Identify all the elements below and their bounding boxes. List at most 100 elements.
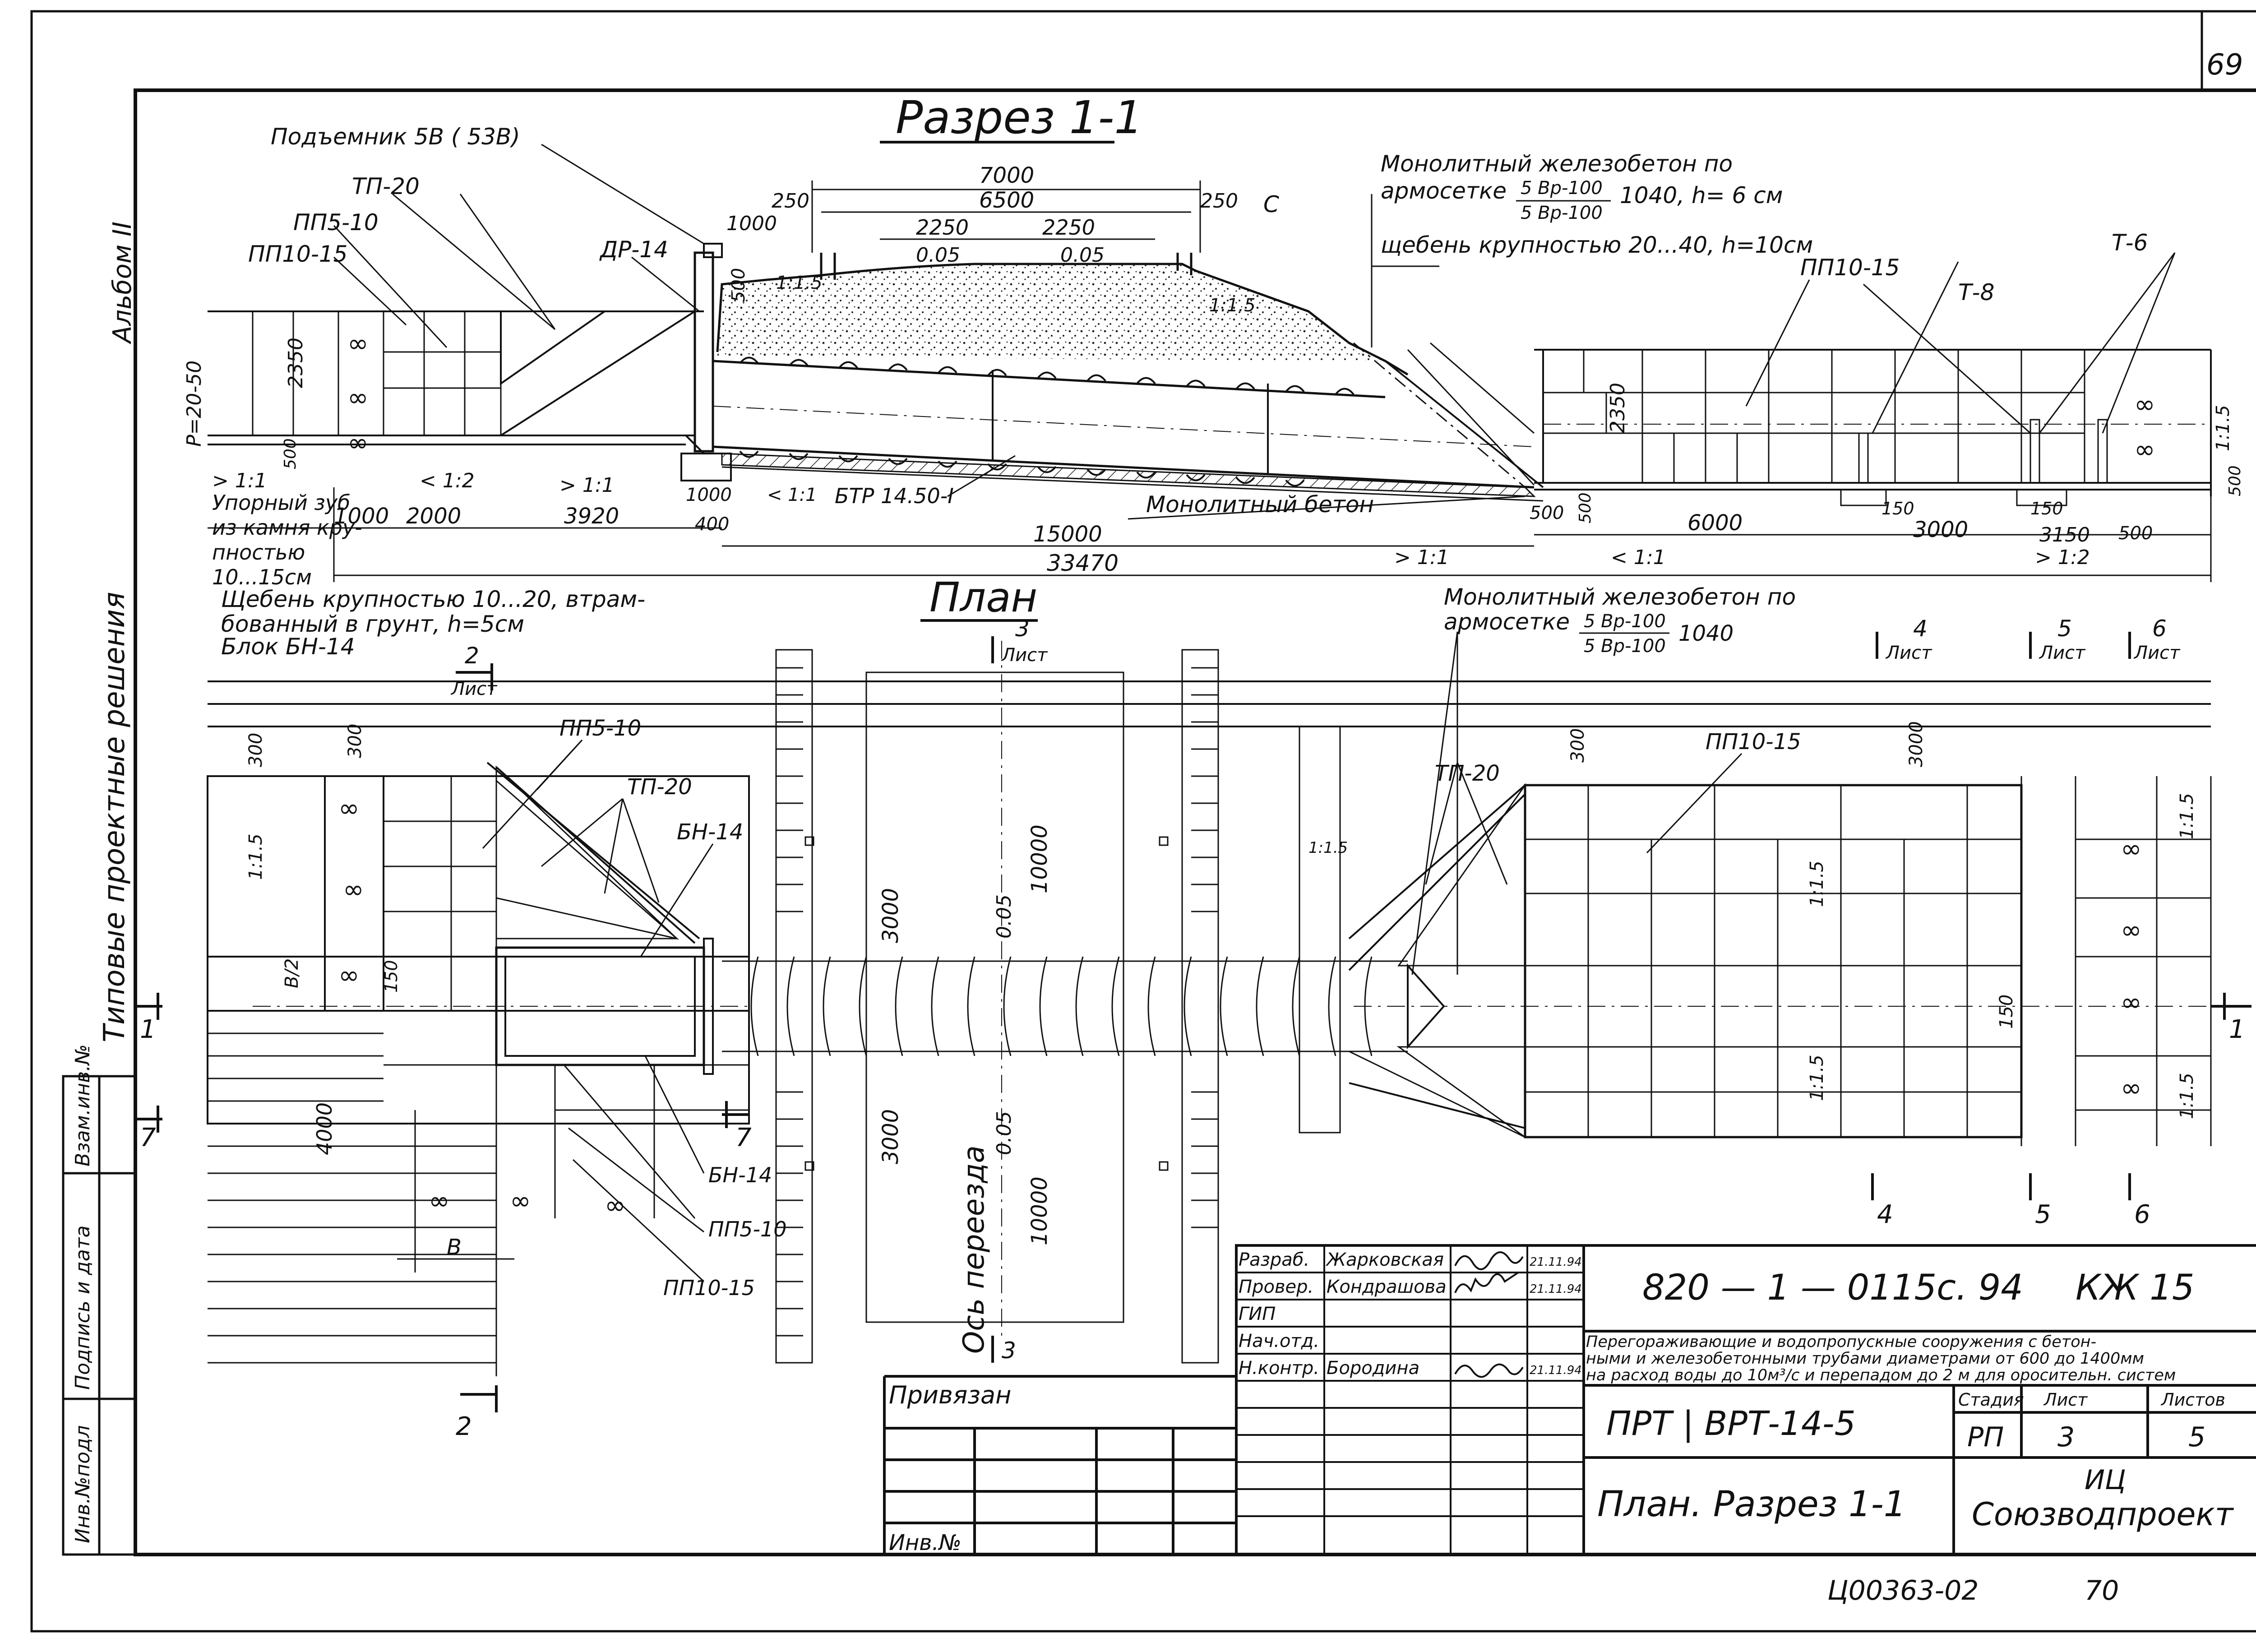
block-label: Блок БН-14: [221, 634, 355, 660]
slope-2: < 1:2: [420, 469, 475, 492]
mark-6-top: 6: [2152, 615, 2167, 642]
stamp-signature-date: Подпись и дата: [71, 1226, 94, 1390]
tb-desc-2: ными и железобетонными трубами диаметрам…: [1586, 1350, 2144, 1368]
plan-slope-4: 1:1.5: [1807, 1055, 1827, 1101]
anchor-symbol: ∞: [2134, 435, 2155, 464]
gravel2-line2: бованный в грунт, h=5см: [221, 611, 524, 637]
dim-2000: 2000: [406, 504, 461, 529]
tb-date-4: 21.11.94: [1530, 1364, 1582, 1377]
tooth-label-2: из камня кру-: [212, 515, 362, 540]
plan-tp20-right-label: ТП-20: [1435, 761, 1500, 786]
dim-250-right: 250: [1200, 190, 1238, 213]
left-margin-stamp: [62, 1075, 137, 1556]
tb-mark: КЖ 15: [2076, 1268, 2194, 1308]
plan-dim-300-c: 300: [1567, 728, 1588, 763]
anchor-symbol: ∞: [347, 428, 369, 458]
rebar-label-line1: Монолитный железобетон по: [1381, 151, 1733, 177]
title-block-frame: [883, 1244, 2256, 1556]
t6-label: Т-6: [2112, 230, 2148, 256]
mark-1-right: 1: [2229, 1015, 2245, 1044]
title-block-rows: Разраб. Жарковская 21.11.94 Провер. Конд…: [1239, 1249, 1582, 1379]
tb-date-0: 21.11.94: [1530, 1255, 1582, 1269]
tb-sheet: 3: [2057, 1421, 2075, 1453]
tb-name-4: Бородина: [1327, 1358, 1419, 1379]
plan-slope-1: 1:1.5: [245, 833, 266, 880]
dim-2350-right: 2350: [1606, 383, 1629, 433]
dim-3920: 3920: [564, 504, 619, 529]
c-label: С: [1263, 191, 1279, 217]
dim-250-left: 250: [772, 190, 809, 213]
tb-role-1: Провер.: [1239, 1277, 1313, 1297]
plan-dim-150: 150: [381, 960, 401, 993]
plan-rebar-suffix: 1040: [1678, 621, 1734, 646]
slope-1: > 1:1: [212, 469, 267, 492]
section-dimensions: 7000 6500 250 250 1000 2250 2250 500 235…: [281, 163, 2244, 576]
tb-stage: РП: [1967, 1421, 2004, 1453]
plan-slopes: 1:1.5 1:1.5 1:1.5 1:1.5 1:1.5 1:1.5: [245, 793, 2197, 1119]
plan-dim-300-b: 300: [345, 724, 365, 758]
dim-500-d: 500: [2118, 523, 2153, 544]
mark-7-left: 7: [140, 1123, 156, 1152]
mark-1-left: 1: [140, 1015, 156, 1044]
plan-rebar-line2: армосетке: [1444, 609, 1570, 635]
tb-name-0: Жарковская: [1325, 1249, 1444, 1270]
anchor-symbol: ∞: [2121, 834, 2142, 864]
anchor-symbol: ∞: [338, 961, 360, 990]
stamp-inv-podl: Инв.№подл: [71, 1425, 94, 1543]
anchor-symbol: ∞: [343, 875, 364, 904]
sheet-corner-number: 69: [2206, 48, 2243, 82]
rebar-suffix: 1040, h= 6 см: [1620, 182, 1783, 208]
plan-pp10-15-bottom-label: ПП10-15: [663, 1276, 755, 1300]
anchor-symbol: ∞: [429, 1186, 450, 1216]
tb-inv-no: Инв.№: [889, 1530, 962, 1555]
dim-500-left: 500: [281, 438, 300, 469]
slope-3: > 1:1: [559, 474, 615, 497]
tb-desc-3: на расход воды до 10м³/с и перепадом до …: [1586, 1366, 2176, 1384]
plan-dimensions: 300 300 300 3000 3000 10000 10000 0.05 0…: [245, 721, 2017, 1245]
section-title: Разрез 1-1: [896, 91, 1143, 144]
mark-6-bottom: 6: [2134, 1200, 2150, 1229]
tb-org-1: ИЦ: [2085, 1464, 2126, 1496]
dim-400: 400: [695, 514, 729, 535]
tb-sheet-label: Лист: [2043, 1390, 2088, 1410]
dim-15000: 15000: [1033, 522, 1102, 547]
dim-2350-left: 2350: [284, 338, 307, 388]
tooth-label-1: Упорный зуб: [212, 491, 350, 515]
plan-dim-10000-b: 10000: [1027, 1176, 1052, 1245]
plan-pp10-15-right-label: ПП10-15: [1706, 729, 1801, 754]
tb-privyazan: Привязан: [889, 1381, 1011, 1409]
plan-slope-2: 1:1.5: [1308, 839, 1348, 857]
plan-rebar-line1: Монолитный железобетон по: [1444, 584, 1796, 610]
plan-tp20-label: ТП-20: [627, 774, 692, 800]
mark-4-top: 4: [1913, 615, 1928, 642]
slope-left-label: 0.05: [916, 244, 960, 267]
dim-150: 150: [1882, 499, 1914, 518]
slope-6: 1:1.5: [1209, 295, 1256, 316]
stamp-vzam-inv: Взам.инв.№: [71, 1044, 94, 1166]
tooth-label-3: пностью: [212, 540, 305, 565]
dim-2250-right: 2250: [1042, 215, 1095, 240]
t8-label: Т-8: [1958, 279, 1994, 305]
footer-code: Ц00363-02: [1827, 1575, 1979, 1606]
mark-5-top-sheet: Лист: [2039, 643, 2086, 663]
gravel-label: щебень крупностью 20...40, h=10см: [1381, 232, 1813, 258]
mark-5-top: 5: [2057, 615, 2072, 642]
tb-stage-label: Стадия: [1958, 1390, 2024, 1410]
plan-dim-0.05-b: 0.05: [993, 1111, 1016, 1155]
plan-section-marks: 2 Лист 3 Лист 4 Лист 5 Лист 6 Лист 1 1 7…: [140, 615, 2245, 1441]
slope-7: > 1:1: [1394, 546, 1449, 569]
tooth-label-4: 10...15см: [212, 565, 312, 589]
dim-150-b: 150: [2030, 499, 2063, 518]
plan-dim-4000: 4000: [312, 1102, 337, 1155]
plan-drawing: [135, 631, 2251, 1412]
dim-500-b: 500: [1530, 503, 1564, 523]
pp5-10-label: ПП5-10: [293, 209, 379, 236]
dim-500-e: 500: [2226, 465, 2244, 496]
rebar-label-line2: армосетке: [1381, 178, 1507, 204]
dim-1000-top: 1000: [726, 212, 777, 235]
dr14-label: ДР-14: [599, 236, 668, 263]
album-label: Альбом II: [108, 222, 137, 344]
mark-2-top-sheet: Лист: [450, 679, 498, 699]
signature-2: [1454, 1272, 1519, 1293]
